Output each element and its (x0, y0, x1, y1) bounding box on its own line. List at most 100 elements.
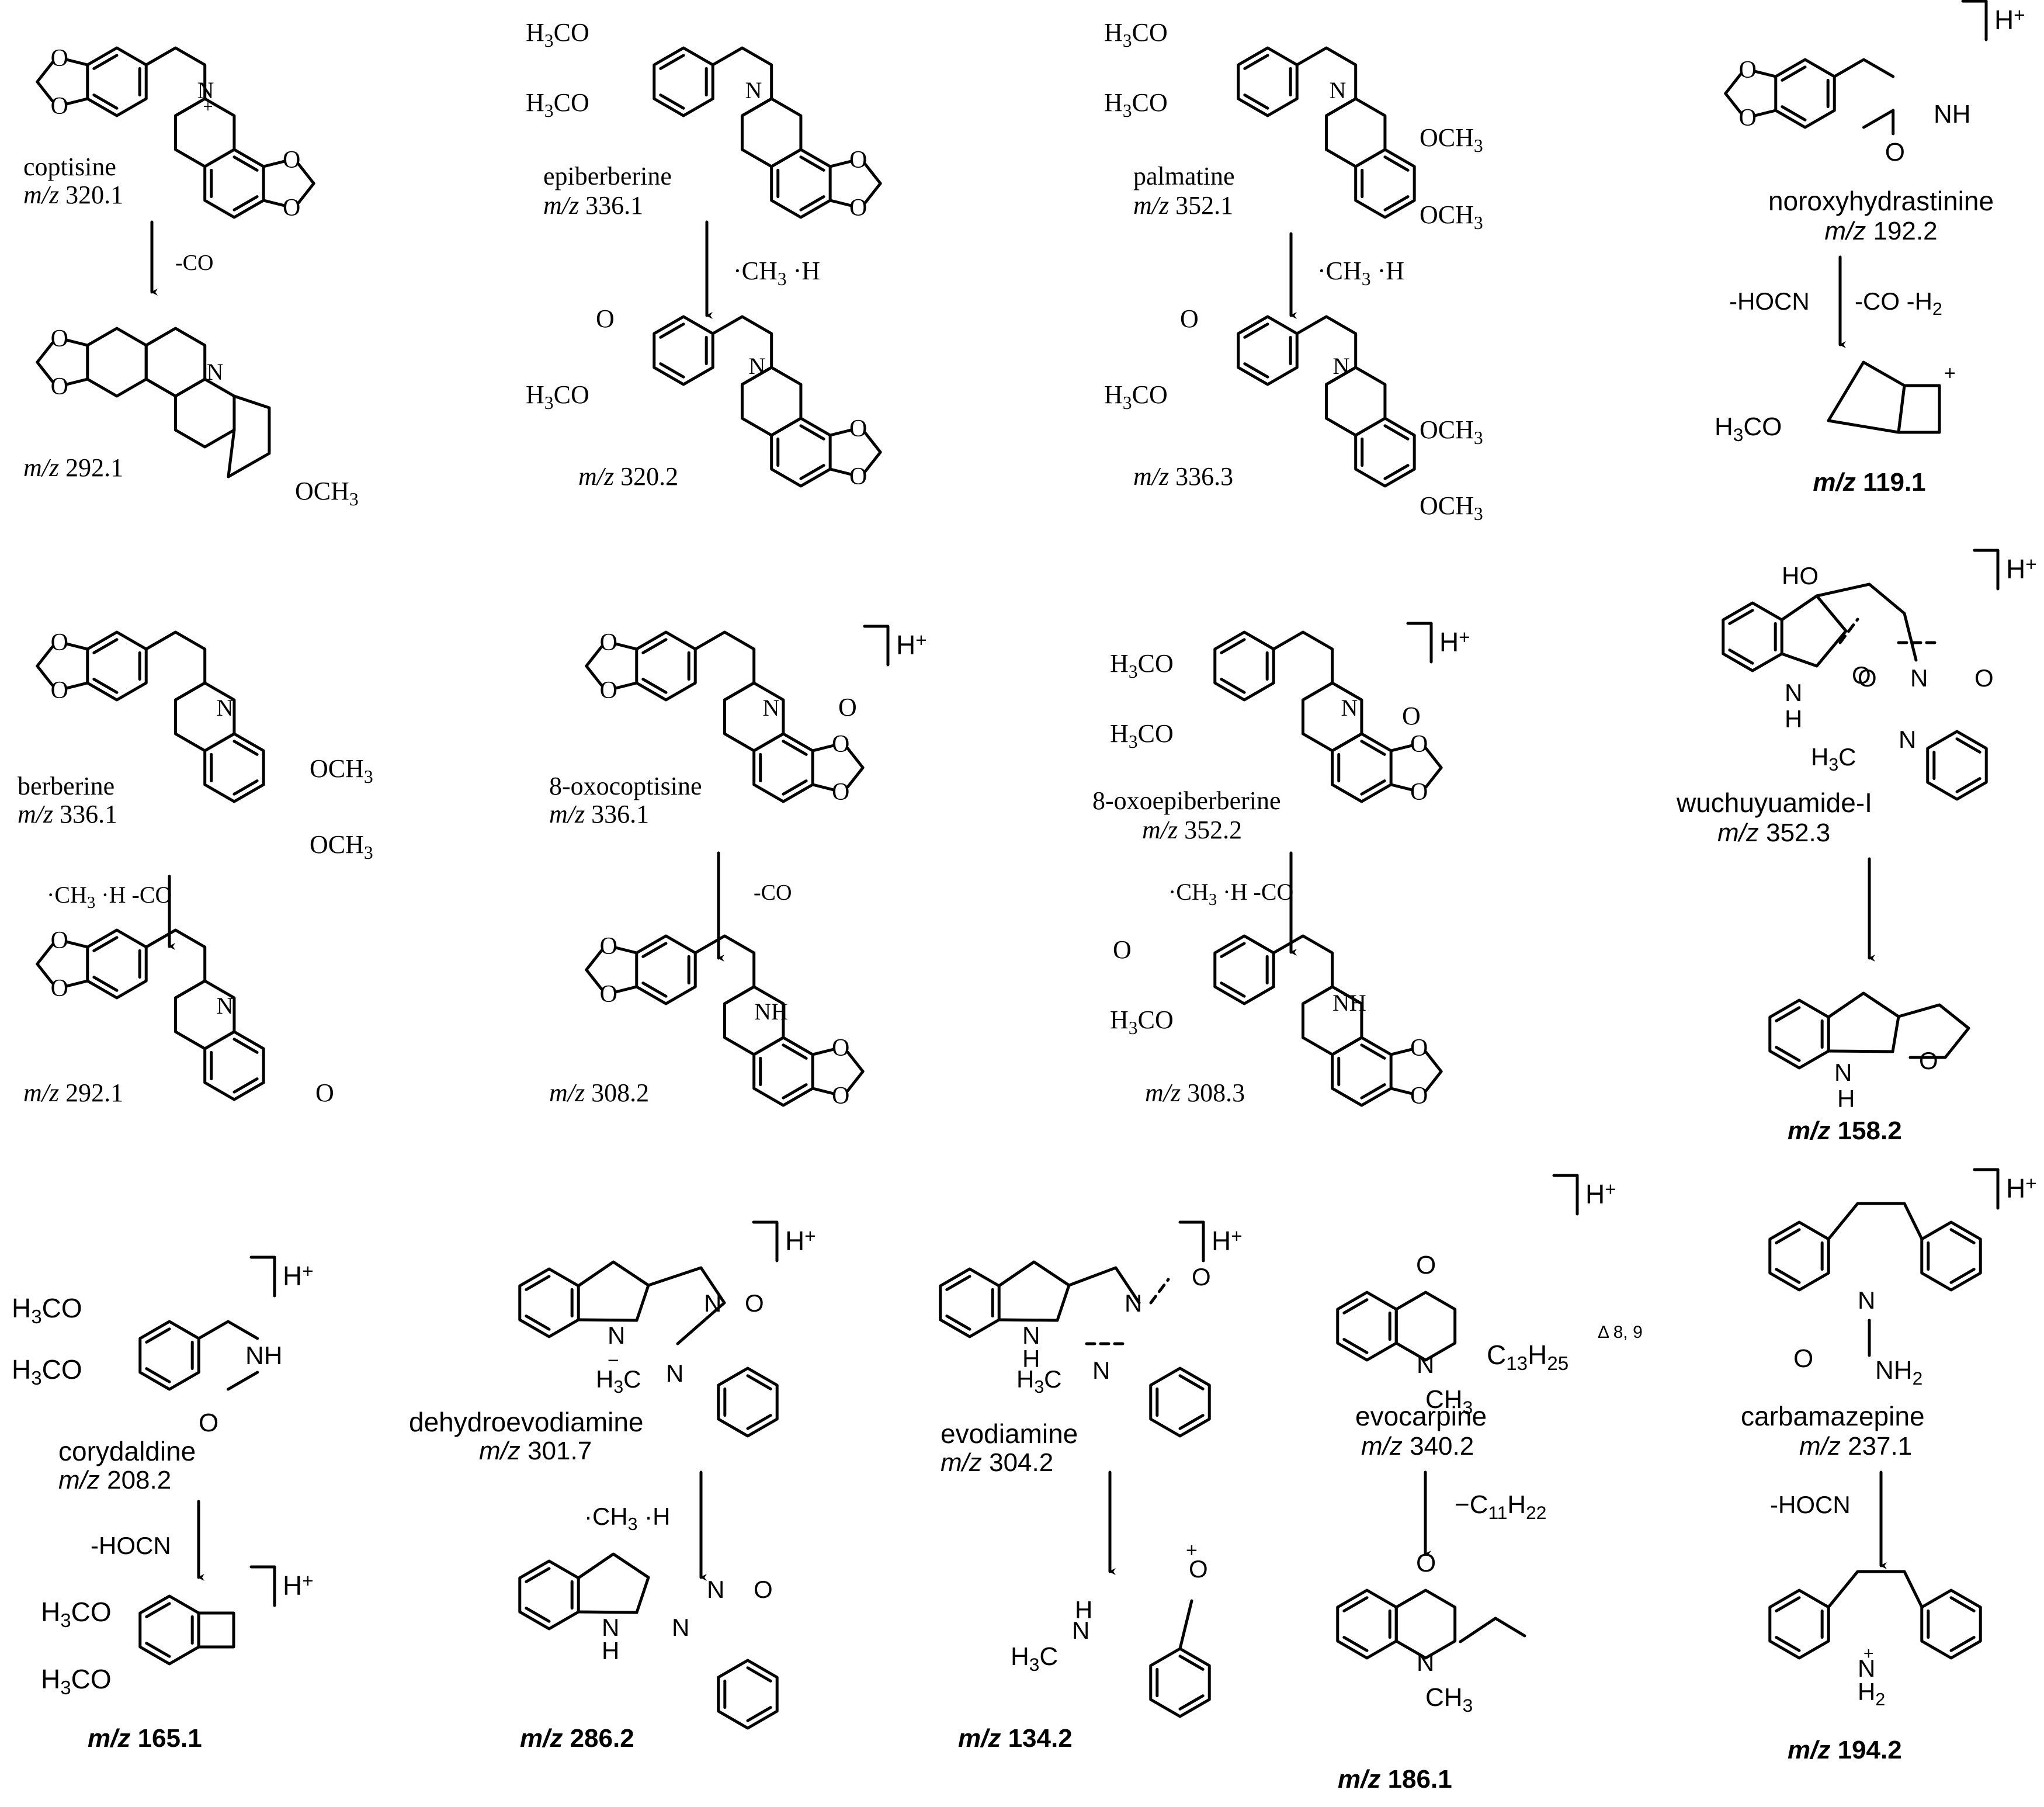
double-bond (782, 1043, 808, 1060)
substituent-label: OCH3 (1420, 200, 1483, 233)
ring-A (1768, 1220, 1830, 1292)
oxygen-atom: O (1402, 702, 1421, 730)
double-bond (1949, 1636, 1976, 1652)
double-bond (232, 779, 259, 796)
oxygen-atom: O (600, 981, 617, 1008)
ring-D (1354, 148, 1416, 219)
ring-benzo (1149, 1647, 1211, 1718)
nitrogen-atom: N (1417, 1649, 1434, 1676)
double-bond (641, 942, 668, 958)
double-bond (641, 678, 668, 694)
nitrogen-atom: N (1785, 679, 1802, 706)
compound-name: evodiamine (941, 1418, 1078, 1449)
double-bond (1781, 65, 1807, 82)
unsaturation-label: Δ 8, 9 (1598, 1323, 1643, 1342)
substituent-label: H3CO (1110, 649, 1174, 682)
double-bond (1383, 155, 1410, 172)
nitrogen-atom: N (672, 1614, 689, 1641)
neutral-loss: ·CH3 ·H (584, 1503, 670, 1534)
compound-name: berberine (18, 772, 114, 800)
mz-label: m/z 304.2 (941, 1448, 1053, 1477)
oxygen-atom: O (1739, 57, 1757, 84)
double-bond (1775, 1228, 1801, 1244)
substituent-label: H3CO (41, 1664, 112, 1699)
amine-label: NH (1934, 100, 1971, 129)
oxygen-atom: O (832, 1035, 849, 1062)
double-bond (525, 1275, 551, 1291)
five-ring (577, 1260, 650, 1322)
ring-A (1768, 998, 1830, 1070)
ring-A (86, 928, 148, 1000)
charge-sign: − (608, 1350, 619, 1372)
substituent-label: H3CO (1110, 1005, 1174, 1038)
compound-name: 8-oxocoptisine (549, 772, 702, 800)
double-bond (641, 981, 668, 998)
ring-D (1331, 1036, 1393, 1107)
ring-benzo (1926, 730, 1988, 801)
compound-name: epiberberine (543, 162, 672, 190)
ring-B (1394, 1291, 1457, 1362)
ring-C (1324, 97, 1387, 168)
double-bond (1178, 1374, 1205, 1390)
oxygen-atom: O (1416, 1549, 1436, 1577)
neutral-loss: -CO (754, 880, 792, 905)
oxygen-atom: O (51, 975, 68, 1002)
double-bond (799, 195, 825, 211)
product-ring-A (86, 327, 148, 398)
double-bond (945, 1275, 971, 1291)
bond-line (811, 1048, 835, 1056)
ring-B (144, 46, 207, 117)
double-bond (945, 1315, 971, 1331)
mz-label: m/z 286.2 (520, 1724, 634, 1753)
five-ring (577, 1552, 650, 1614)
bond-line (1753, 70, 1778, 78)
double-bond (782, 1083, 808, 1100)
methyl-label: CH3 (1425, 1385, 1473, 1418)
charge-sign: + (1944, 362, 1956, 384)
methyl-label: CH3 (1425, 1683, 1473, 1716)
oxygen-atom: O (849, 463, 867, 490)
double-bond (145, 1367, 171, 1383)
oxygen-atom: O (51, 927, 68, 954)
oxygen-atom: O (1410, 779, 1428, 806)
double-bond (1949, 1228, 1976, 1244)
bond-line (1389, 1048, 1414, 1056)
product-ring-B (144, 327, 207, 398)
bond-line (65, 979, 89, 988)
compound-name: evocarpine (1355, 1401, 1487, 1431)
ring-A (138, 1320, 200, 1391)
double-bond (145, 1327, 171, 1344)
bond-line (585, 645, 603, 668)
double-bond (1342, 1596, 1369, 1612)
nitrogen-atom: N (1022, 1322, 1040, 1349)
charge-label: H+ (2006, 554, 2037, 584)
nitrogen-atom: N (1092, 1357, 1110, 1384)
double-bond (1220, 942, 1246, 958)
neutral-loss: ·CH3 ·H -CO (1168, 879, 1293, 909)
oxygen-atom: O (1192, 1263, 1211, 1291)
bond-line (863, 431, 882, 454)
double-bond (1360, 1083, 1386, 1100)
hydrogen-atom: H (602, 1637, 619, 1664)
ring-B (1920, 1589, 1982, 1660)
substituent-label: OCH3 (310, 830, 373, 863)
double-bond (1949, 1596, 1976, 1612)
double-bond (1383, 195, 1410, 211)
bond-line (36, 80, 54, 103)
bond-line (36, 341, 54, 364)
nitrogen-atom: N (1910, 664, 1928, 692)
substituent-label: H3CO (12, 1293, 82, 1328)
alkyl-chain-label: C13H25 (1487, 1340, 1568, 1375)
bond-line (297, 162, 315, 185)
amine-label: NH (754, 998, 788, 1025)
double-bond (1781, 105, 1807, 122)
bond-line (828, 199, 853, 207)
five-ring (1827, 360, 1906, 434)
ring-C (1067, 1266, 1141, 1305)
hydrogen-atom: H (1075, 1596, 1092, 1624)
double-bond (782, 779, 808, 796)
bond-line (65, 97, 89, 106)
ring-A (939, 1267, 1001, 1338)
